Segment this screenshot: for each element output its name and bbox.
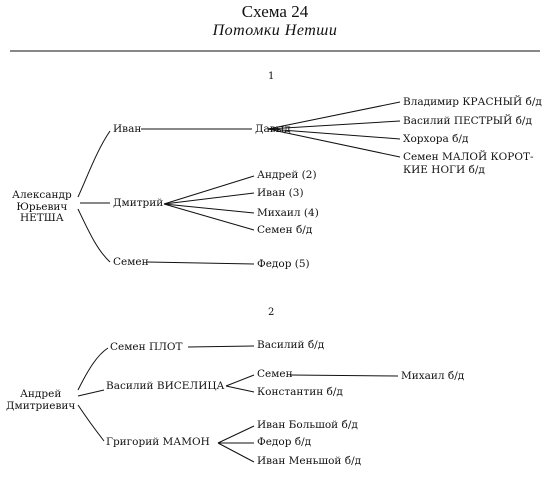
edge-viselitsa-konstantin: [225, 385, 255, 393]
node-semen-plot: Семен ПЛОТ: [110, 341, 183, 353]
edge-dmitry-semen-bd: [163, 203, 255, 231]
node-mikhail-bd: Михаил б/д: [401, 370, 465, 382]
edge-semen-mikhail: [289, 374, 399, 377]
edge-root2-semen-plot: [77, 347, 109, 391]
node-aleksandr-netsha: Александр Юрьевич НЕТША: [12, 189, 72, 225]
edge-dmitry-ivan3: [163, 192, 255, 205]
node-ivan-bolshoy: Иван Большой б/д: [257, 419, 358, 431]
node-ivan: Иван: [113, 123, 142, 135]
edge-viselitsa-semen: [225, 374, 255, 387]
edge-root-ivan: [77, 130, 111, 198]
edge-semen-plot-vasily: [187, 345, 255, 348]
node-vladimir-krasny: Владимир КРАСНЫЙ б/д: [403, 96, 542, 108]
scheme-subtitle: Потомки Нетши: [212, 22, 338, 39]
node-semen-maloy-cont: КИЕ НОГИ б/д: [403, 164, 485, 176]
edge-root2-grigory: [77, 404, 105, 442]
edge-mamon-ivan-menshoy: [217, 442, 255, 463]
node-semen-maloy: Семен МАЛОЙ КОРОТ-: [403, 151, 534, 163]
node-vasily-pestry: Василий ПЕСТРЫЙ б/д: [403, 115, 532, 127]
edge-david-semen-maloy: [267, 128, 401, 158]
edge-semen-fedor: [146, 261, 255, 265]
edge-david-vasily-pestry: [267, 120, 401, 130]
edge-mamon-ivan-bolshoy: [217, 425, 255, 444]
node-david: Давыд: [255, 123, 291, 135]
node-dmitry: Дмитрий: [113, 197, 164, 209]
node-semen: Семен: [113, 256, 149, 268]
node-vasily-viselitsa: Василий ВИСЕЛИЦА: [106, 380, 225, 392]
node-semen-2: Семен: [257, 368, 293, 380]
node-konstantin-bd: Константин б/д: [257, 386, 343, 398]
edge-root2-vasily-viselitsa: [77, 389, 105, 397]
section-number: 2: [268, 307, 275, 318]
node-fedor-5: Федор (5): [257, 258, 310, 270]
node-ivan-3: Иван (3): [257, 187, 304, 199]
scheme-title: Схема 24: [241, 2, 309, 21]
edge-david-khorkhora: [267, 128, 401, 140]
node-ivan-menshoy: Иван Меньшой б/д: [257, 455, 362, 467]
node-andrey-2: Андрей (2): [257, 169, 317, 181]
node-khorkhora: Хорхора б/д: [403, 133, 469, 145]
node-vasily-bd: Василий б/д: [257, 339, 325, 351]
node-mikhail-4: Михаил (4): [257, 207, 319, 219]
edge-dmitry-mikhail4: [163, 203, 255, 214]
node-andrey-dmitrievich: Андрей Дмитриевич: [6, 388, 76, 412]
node-fedor-bd: Федор б/д: [257, 436, 312, 448]
node-grigory-mamon: Григорий МАМОН: [106, 436, 210, 448]
section-number: 1: [268, 71, 275, 82]
node-semen-bd: Семен б/д: [257, 224, 313, 236]
edge-root-semen: [77, 208, 111, 263]
edge-dmitry-andrey: [163, 175, 255, 205]
edge-david-vladimir: [267, 101, 401, 130]
